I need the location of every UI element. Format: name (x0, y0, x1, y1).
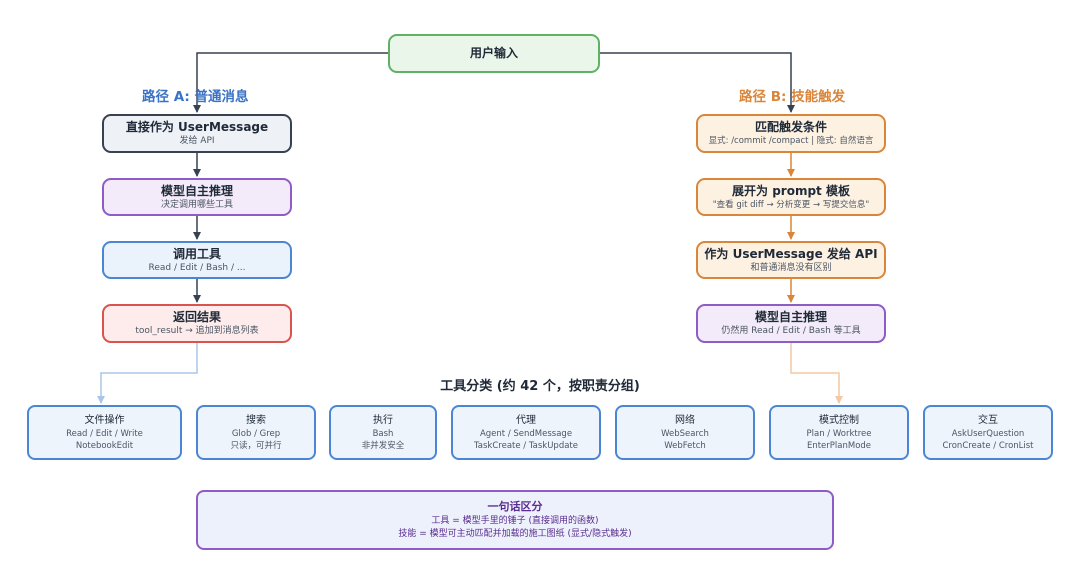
path-b-step-model-reasoning: 模型自主推理 仍然用 Read / Edit / Bash 等工具 (696, 304, 886, 343)
arrow-a-to-tools (97, 343, 198, 404)
tool-category-agent: 代理 Agent / SendMessage TaskCreate / Task… (451, 405, 601, 460)
category-line: Read / Edit / Write (66, 428, 143, 439)
arrow-b-to-tools (790, 343, 843, 404)
path-a-step-call-tool: 调用工具 Read / Edit / Bash / ... (102, 241, 292, 279)
category-name: 代理 (516, 414, 536, 426)
arrow-input-to-path-a (193, 52, 388, 113)
tool-category-interaction: 交互 AskUserQuestion CronCreate / CronList (923, 405, 1053, 460)
step-title: 匹配触发条件 (754, 120, 827, 134)
step-title: 直接作为 UserMessage (125, 120, 269, 134)
arrow-input-to-path-b (600, 52, 795, 113)
category-line: WebFetch (664, 440, 706, 451)
tool-category-search: 搜索 Glob / Grep 只读，可并行 (196, 405, 316, 460)
category-name: 搜索 (246, 414, 266, 426)
category-line: TaskCreate / TaskUpdate (474, 440, 578, 451)
category-name: 交互 (978, 414, 998, 426)
path-b-heading: 路径 B: 技能触发 (739, 89, 846, 105)
category-name: 模式控制 (819, 414, 859, 426)
step-subtitle: 和普通消息没有区别 (750, 262, 832, 273)
path-a-step-model-reasoning: 模型自主推理 决定调用哪些工具 (102, 178, 292, 216)
step-title: 返回结果 (172, 310, 221, 324)
category-line: Agent / SendMessage (479, 428, 573, 439)
category-line: NotebookEdit (75, 440, 134, 451)
step-title: 展开为 prompt 模板 (732, 183, 850, 198)
summary-line-skills: 技能 = 模型可主动匹配并加载的施工图纸 (显式/隐式触发) (398, 529, 632, 539)
step-title: 模型自主推理 (160, 183, 233, 198)
step-subtitle: 仍然用 Read / Edit / Bash 等工具 (721, 326, 861, 336)
tool-category-file-ops: 文件操作 Read / Edit / Write NotebookEdit (27, 405, 182, 460)
path-a-step-return-result: 返回结果 tool_result → 追加到消息列表 (102, 304, 292, 343)
summary-box: 一句话区分 工具 = 模型手里的锤子 (直接调用的函数) 技能 = 模型可主动匹… (196, 490, 834, 550)
path-b-step-expand-prompt: 展开为 prompt 模板 "查看 git diff → 分析变更 → 写提交信… (696, 178, 886, 216)
path-b-step-match-trigger: 匹配触发条件 显式: /commit /compact | 隐式: 自然语言 (696, 114, 886, 153)
step-subtitle: 显式: /commit /compact | 隐式: 自然语言 (708, 136, 874, 146)
category-line: WebSearch (661, 428, 709, 439)
category-line: CronCreate / CronList (942, 440, 1034, 451)
step-subtitle: tool_result → 追加到消息列表 (135, 326, 259, 336)
step-subtitle: "查看 git diff → 分析变更 → 写提交信息" (712, 199, 870, 210)
path-a-heading: 路径 A: 普通消息 (142, 89, 249, 105)
tool-category-network: 网络 WebSearch WebFetch (615, 405, 755, 460)
step-title: 模型自主推理 (754, 310, 827, 324)
step-subtitle: 决定调用哪些工具 (160, 199, 233, 210)
step-subtitle: 发给 API (179, 136, 215, 146)
category-line: Glob / Grep (231, 428, 281, 439)
category-line: Plan / Worktree (806, 428, 872, 439)
category-line: Bash (372, 428, 394, 439)
tools-heading: 工具分类 (约 42 个，按职责分组) (440, 379, 640, 394)
tool-category-exec: 执行 Bash 非并发安全 (329, 405, 437, 460)
category-line: 只读，可并行 (230, 440, 282, 451)
path-a-step-user-message: 直接作为 UserMessage 发给 API (102, 114, 292, 153)
step-title: 作为 UserMessage 发给 API (704, 246, 878, 261)
path-b-step-send-api: 作为 UserMessage 发给 API 和普通消息没有区别 (696, 241, 886, 279)
step-title: 调用工具 (172, 246, 221, 261)
category-name: 执行 (373, 414, 393, 426)
step-subtitle: Read / Edit / Bash / ... (148, 262, 246, 273)
tool-category-mode-control: 模式控制 Plan / Worktree EnterPlanMode (769, 405, 909, 460)
category-line: EnterPlanMode (806, 440, 872, 451)
user-input-label: 用户输入 (469, 46, 518, 60)
category-line: AskUserQuestion (951, 428, 1025, 439)
category-line: 非并发安全 (361, 440, 405, 451)
summary-line-tools: 工具 = 模型手里的锤子 (直接调用的函数) (431, 516, 599, 526)
category-name: 文件操作 (84, 414, 125, 426)
user-input-box: 用户输入 (388, 34, 600, 73)
category-name: 网络 (675, 414, 695, 426)
summary-title: 一句话区分 (487, 500, 543, 513)
